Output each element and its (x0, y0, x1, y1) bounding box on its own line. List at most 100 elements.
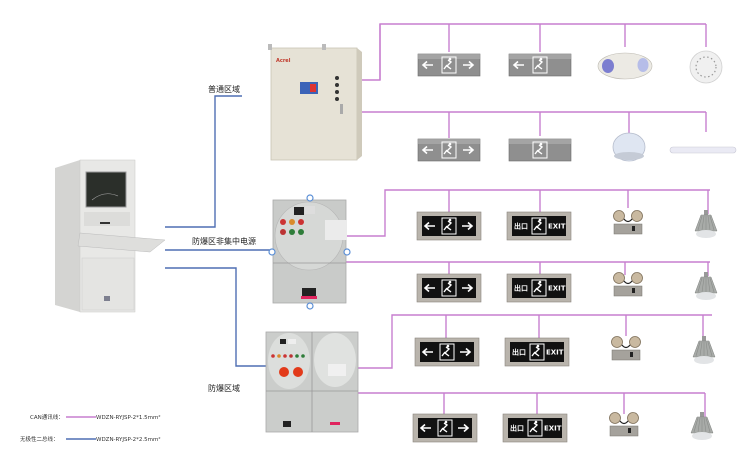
lamp-head (631, 210, 643, 222)
round-ceiling-lamp (612, 132, 646, 162)
arrow-right-icon (463, 60, 475, 70)
running-man-icon (443, 144, 453, 155)
arrow-right-icon (462, 221, 474, 231)
exit-en-text: EXIT (546, 349, 564, 357)
running-man-icon (443, 59, 453, 70)
lamp-head (627, 412, 639, 424)
arrow-left-icon (512, 60, 524, 70)
handle-top[interactable] (306, 194, 314, 202)
arrow-left-icon (421, 347, 433, 357)
sign-panel (508, 418, 562, 438)
lamp-lens (692, 432, 712, 440)
arrow-left-icon (423, 283, 435, 293)
battery-box (613, 285, 643, 297)
ex-sign-double-arrow (416, 211, 482, 241)
sign-panel (512, 216, 566, 236)
running-man-icon (533, 282, 543, 293)
ex-sign-double-arrow (416, 273, 482, 303)
running-man-icon (534, 59, 544, 70)
lamp-body (597, 52, 653, 80)
ex-twin-spot-lamp (613, 210, 643, 235)
ex-twin-spot-lamp (613, 272, 643, 297)
exit-door-icon (531, 279, 547, 297)
sign-exit-light (508, 138, 572, 162)
lamp-head (629, 336, 641, 348)
battery-box (609, 425, 639, 437)
lamp-head (602, 59, 614, 73)
exit-door-icon (441, 56, 457, 74)
battery-box (611, 349, 641, 361)
arrow-left-icon (421, 145, 433, 155)
ex-twin-spot-lamp (609, 412, 639, 437)
exit-cn-text: 出口 (514, 222, 528, 231)
lamp-lens (696, 292, 716, 300)
lamp-head (613, 272, 625, 284)
ex-non-central-power-box (268, 194, 351, 310)
lamp-head (609, 412, 621, 424)
exit-cn-text: 出口 (512, 348, 526, 357)
ex-high-bay-lamp (694, 210, 718, 238)
legend: CAN通讯线： WDZN-RYJSP-2*1.5mm² 无极性二总线： WDZN… (20, 413, 161, 443)
running-man-icon (441, 346, 451, 357)
exit-door-icon (441, 279, 457, 297)
arrow-right-icon (463, 145, 475, 155)
ex-sign-exit: 出口 EXIT (504, 337, 570, 367)
exit-en-text: EXIT (544, 425, 562, 433)
lamp-head (613, 210, 625, 222)
running-man-icon (531, 346, 541, 357)
svg-text:WDZN-RYJSP-2*2.5mm²: WDZN-RYJSP-2*2.5mm² (96, 436, 161, 443)
zone-label-normal: 普通区域 (208, 84, 240, 94)
svg-text:无极性二总线：: 无极性二总线： (20, 435, 59, 443)
sign-left-arrow-light (508, 53, 572, 77)
ex-high-bay-lamp (690, 412, 714, 440)
arrow-right-icon (460, 347, 472, 357)
normal-zone-cabinet: Acrel (268, 44, 362, 161)
handle-bottom[interactable] (306, 302, 314, 310)
ex-high-bay-lamp (692, 336, 716, 364)
svg-text:WDZN-RYJSP-2*1.5mm²: WDZN-RYJSP-2*1.5mm² (96, 414, 161, 421)
sign-double-arrow-light (417, 53, 481, 77)
zone-label-ex: 防爆区域 (208, 383, 240, 393)
lamp-head (611, 336, 623, 348)
legend-item-can: CAN通讯线： WDZN-RYJSP-2*1.5mm² (30, 413, 161, 421)
power-line-ex (165, 267, 266, 367)
running-man-icon (443, 220, 453, 231)
battery-box (613, 223, 643, 235)
exit-door-icon (441, 141, 457, 159)
can-bus-row-5 (358, 314, 712, 369)
arrow-left-icon (421, 60, 433, 70)
exit-door-icon (527, 419, 543, 437)
exit-door-icon (531, 217, 547, 235)
ex-sign-exit: 出口 EXIT (506, 273, 572, 303)
handle-right[interactable] (343, 248, 351, 256)
ex-sign-double-arrow (412, 413, 478, 443)
exit-en-text: EXIT (548, 285, 566, 293)
power-line-normal (165, 95, 242, 228)
exit-door-icon (532, 141, 548, 159)
sign-panel (510, 342, 564, 362)
exit-door-icon (441, 217, 457, 235)
arrow-left-icon (423, 221, 435, 231)
spot-lamp (597, 52, 653, 80)
sign-double-arrow-light (417, 138, 481, 162)
lamp-head (637, 58, 649, 72)
running-man-icon (443, 282, 453, 293)
tube-lamp (669, 146, 737, 154)
exit-en-text: EXIT (548, 223, 566, 231)
arrow-left-icon (419, 423, 431, 433)
ex-high-bay-lamp (694, 272, 718, 300)
legend-item-power: 无极性二总线： WDZN-RYJSP-2*2.5mm² (20, 435, 161, 443)
exit-cn-text: 出口 (514, 284, 528, 293)
ceiling-lamp (689, 50, 723, 84)
sign-panel (420, 342, 474, 362)
running-man-icon (533, 220, 543, 231)
arrow-right-icon (458, 423, 470, 433)
lamp-head (631, 272, 643, 284)
lamp-lens (694, 356, 714, 364)
handle-left[interactable] (268, 248, 276, 256)
sign-panel (422, 278, 476, 298)
exit-door-icon (437, 419, 453, 437)
